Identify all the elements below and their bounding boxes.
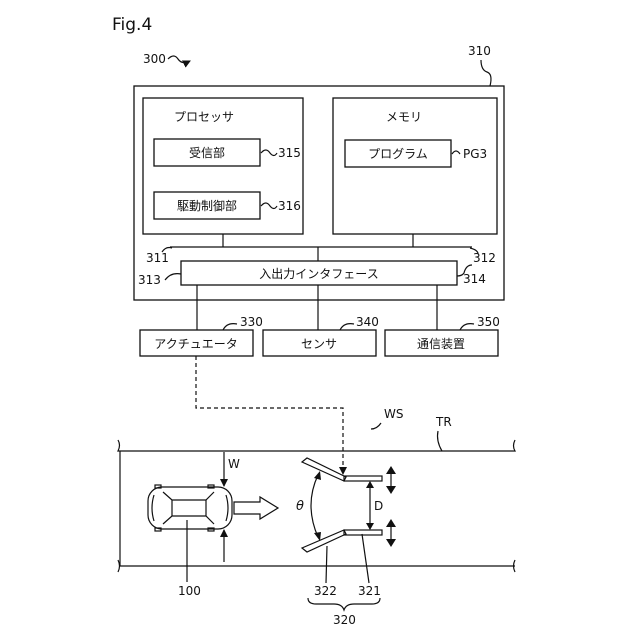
ref-leader-340 — [340, 324, 354, 330]
ref-leader-330 — [223, 324, 237, 330]
io-ref: 313 — [138, 273, 161, 287]
ref-leader-310 — [481, 60, 491, 86]
road-top-edge — [118, 440, 515, 451]
ref-leader-ws — [371, 423, 381, 429]
memory-label: メモリ — [386, 110, 422, 124]
gap-label: D — [374, 499, 383, 513]
bus-ref: 314 — [463, 272, 486, 286]
angle-label: θ — [296, 499, 304, 514]
processor-ref: 311 — [146, 251, 169, 265]
group-brace — [308, 598, 380, 610]
angle-arc — [311, 475, 318, 537]
actuator-label: アクチュエータ — [154, 337, 237, 351]
vehicle — [148, 485, 278, 531]
receiver-label: 受信部 — [189, 145, 225, 160]
comm-ref: 350 — [477, 315, 500, 329]
ref-leader-300 — [168, 56, 190, 63]
width-label: W — [228, 457, 240, 471]
ref-leader-322 — [326, 546, 327, 583]
receiver-ref: 315 — [278, 146, 301, 160]
vehicle-ref: 100 — [178, 584, 201, 598]
road-bottom-edge — [118, 560, 515, 572]
memory-ref: 312 — [473, 251, 496, 265]
upper-wall-move-arrow-icon — [386, 466, 396, 494]
sensor-label: センサ — [301, 337, 337, 351]
heading-arrow-icon — [234, 497, 278, 519]
ref-leader-321 — [362, 534, 369, 583]
figure-title: Fig.4 — [112, 15, 152, 35]
upper-guide-wall — [302, 458, 382, 481]
drive-control-label: 駆動制御部 — [177, 198, 237, 213]
group-ref: 320 — [333, 613, 356, 627]
processor-label: プロセッサ — [174, 110, 234, 124]
lower-wall-move-arrow-icon — [386, 519, 396, 547]
lower-guide-wall — [302, 530, 382, 552]
program-label: プログラム — [368, 147, 428, 161]
tr-label: TR — [435, 415, 452, 429]
wall-ref-left: 322 — [314, 584, 337, 598]
drive-control-ref: 316 — [278, 199, 301, 213]
wall-ref-right: 321 — [358, 584, 381, 598]
control-signal-line — [196, 356, 343, 474]
system-ref: 300 — [143, 52, 166, 66]
comm-label: 通信装置 — [417, 337, 465, 351]
ref-leader-350 — [460, 324, 474, 330]
sensor-ref: 340 — [356, 315, 379, 329]
ref-leader-tr — [438, 431, 443, 451]
actuator-ref: 330 — [240, 315, 263, 329]
io-interface-label: 入出力インタフェース — [259, 267, 378, 281]
program-ref: PG3 — [463, 147, 487, 161]
controller-ref: 310 — [468, 44, 491, 58]
ws-label: WS — [384, 407, 403, 421]
